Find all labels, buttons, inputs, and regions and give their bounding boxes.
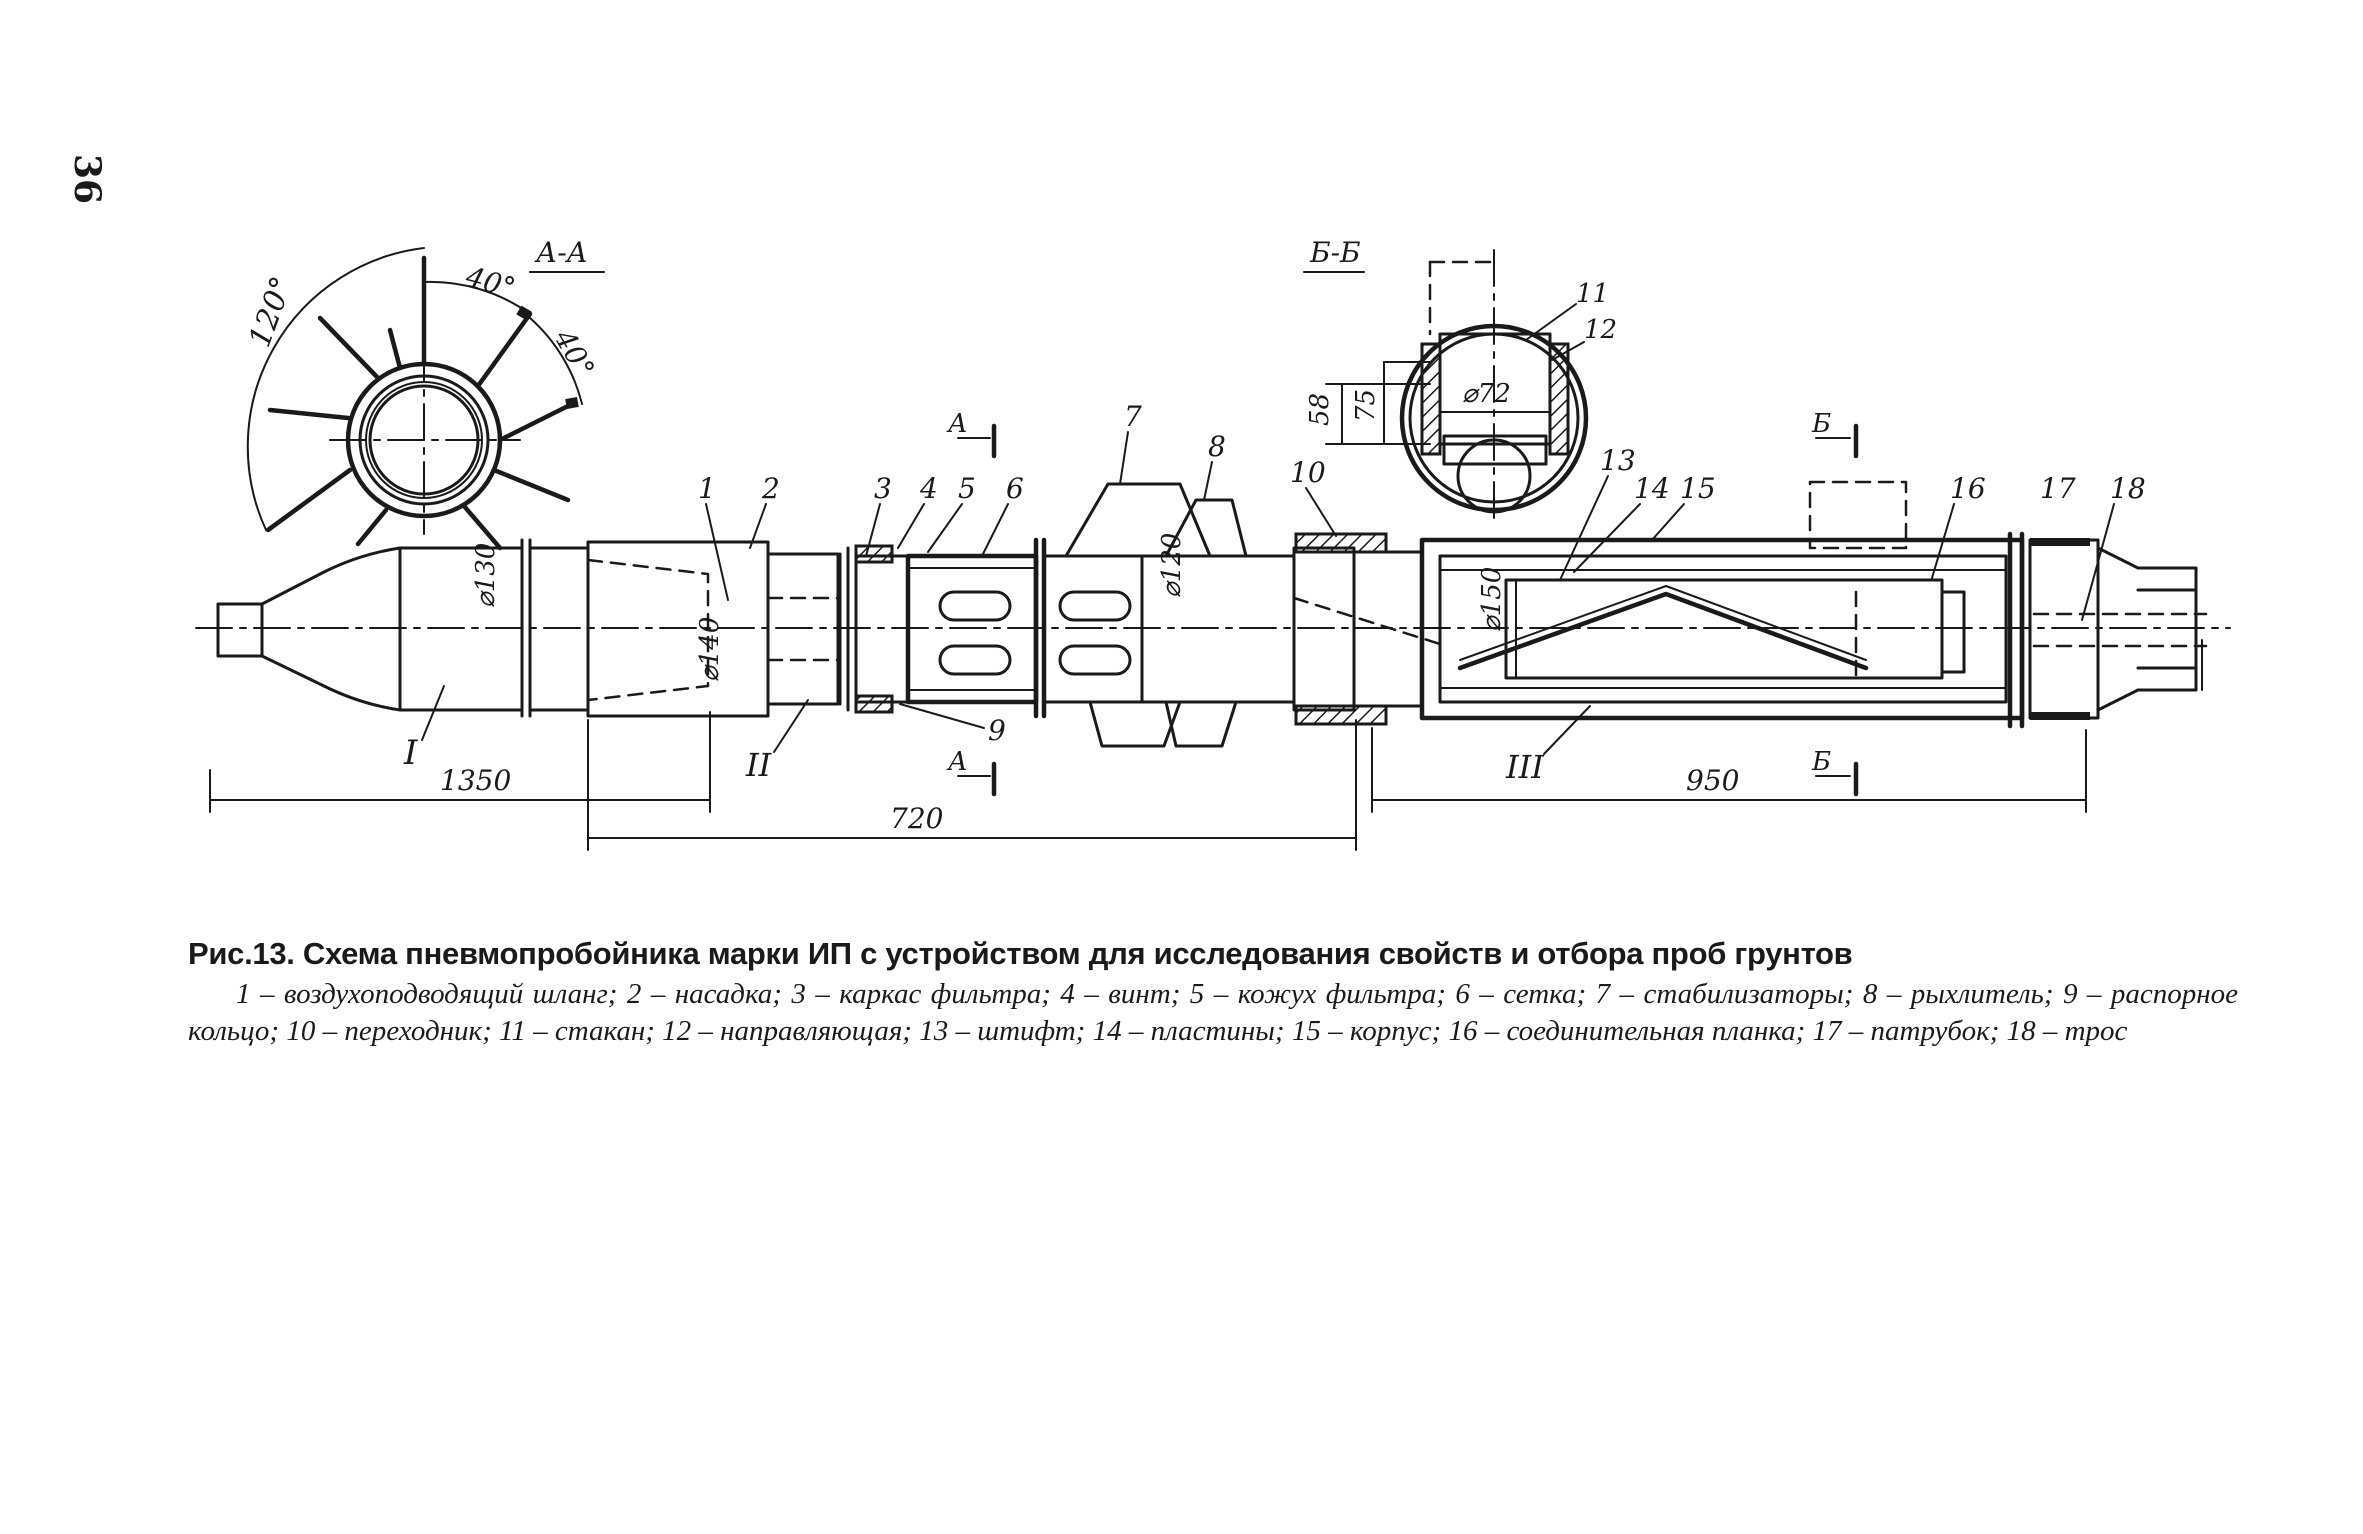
zone-labels: I II III [403, 685, 1591, 786]
dim-720-label: 720 [890, 802, 943, 835]
part-label-18: 18 [2110, 472, 2146, 505]
part-label-7: 7 [1124, 400, 1142, 433]
part-label-16: 16 [1950, 472, 1986, 505]
dia-72-label: ⌀72 [1462, 379, 1511, 409]
part-label-8: 8 [1208, 430, 1226, 463]
part-label-2: 2 [761, 472, 780, 505]
dia-140-label: ⌀140 [695, 617, 725, 682]
dia-130-label: ⌀130 [471, 543, 501, 608]
filter-slots [938, 590, 1132, 676]
part-label-10: 10 [1290, 456, 1326, 489]
part-label-1: 1 [698, 472, 716, 505]
cut-b-bottom: Б [1811, 747, 1831, 777]
part-label-13: 13 [1600, 444, 1636, 477]
part-label-14: 14 [1634, 472, 1670, 505]
part-label-15: 15 [1680, 472, 1716, 505]
angle-40a-label: 40° [461, 260, 518, 305]
caption-legend: 1 – воздухоподводящий шланг; 2 – насадка… [188, 978, 2238, 1047]
zone-label-3: III [1505, 748, 1545, 786]
section-bb-title: Б-Б [1309, 236, 1361, 269]
part-labels: 1 2 3 4 5 6 7 8 9 10 13 [698, 400, 2146, 747]
dim-75-label: 75 [1351, 389, 1381, 422]
cut-a-bottom: А [946, 747, 968, 777]
zone-label-1: I [403, 733, 418, 773]
dimension-lines: 1350 720 950 [209, 711, 2087, 851]
part-label-4: 4 [919, 472, 938, 505]
part-label-6: 6 [1006, 472, 1024, 505]
part-label-5: 5 [958, 472, 976, 505]
section-aa-view: 120° 40° 40° А-А [242, 236, 605, 551]
caption-title: Рис.13. Схема пневмопробойника марки ИП … [188, 936, 1853, 971]
cut-a-top: А [946, 409, 968, 439]
dim-950-label: 950 [1686, 764, 1739, 797]
part-label-3: 3 [874, 472, 892, 505]
zone-label-2: II [745, 746, 773, 784]
cut-b-top: Б [1811, 409, 1831, 439]
label-11: 11 [1576, 279, 1609, 309]
dia-120-label: ⌀120 [1157, 533, 1187, 598]
cut-mark-b: Б Б [1811, 409, 1859, 797]
figure-caption: Рис.13. Схема пневмопробойника марки ИП … [188, 936, 2238, 1050]
dim-58-label: 58 [1305, 393, 1335, 426]
label-12: 12 [1584, 315, 1617, 345]
angle-40b-label: 40° [547, 323, 601, 383]
angle-120-label: 120° [242, 272, 300, 352]
stabilizer-fins [265, 255, 579, 551]
dim-1350-label: 1350 [440, 764, 511, 797]
cut-mark-a: А А [946, 409, 997, 797]
part-label-9: 9 [988, 714, 1006, 747]
main-assembly-view: А А Б Б ⌀130 ⌀140 ⌀120 ⌀150 [195, 400, 2231, 851]
dia-150-label: ⌀150 [1477, 567, 1507, 632]
section-aa-title: А-А [534, 236, 588, 269]
part-label-17: 17 [2040, 472, 2076, 505]
section-bb-view: 58 75 ⌀72 Б-Б 11 12 [1303, 236, 1617, 521]
